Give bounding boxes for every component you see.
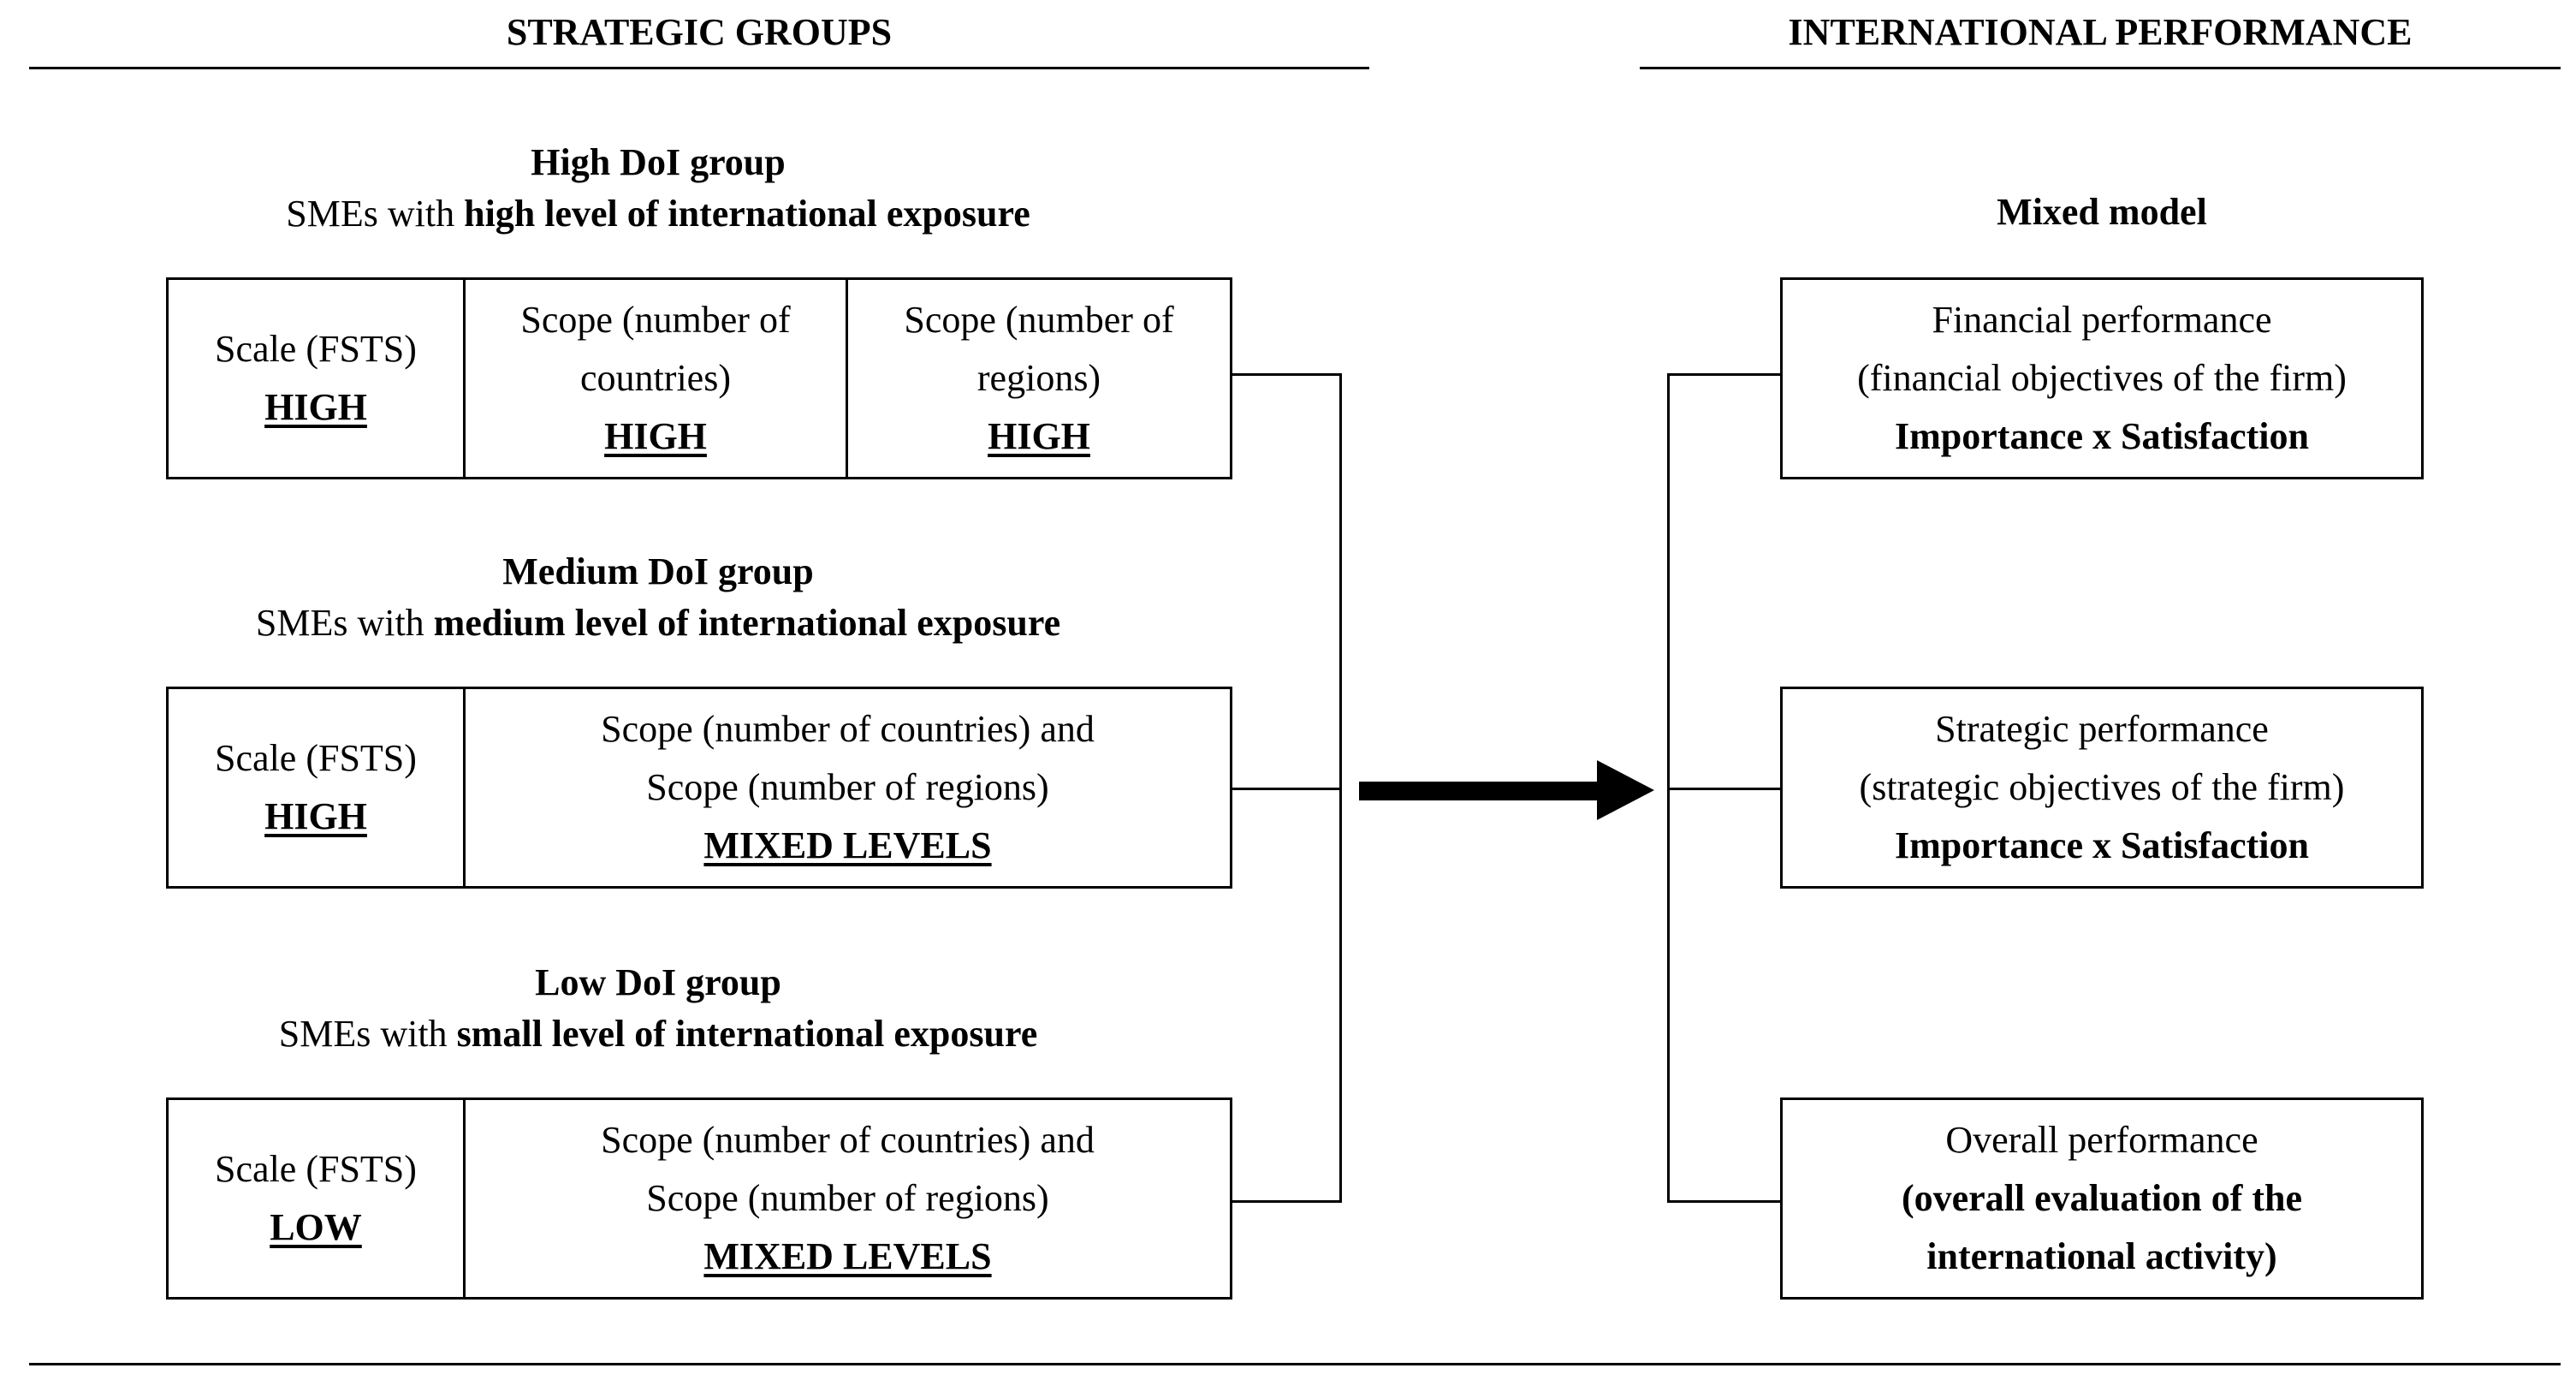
medium-doi-group-description: SMEs with medium level of international … [29,598,1287,649]
high-doi-group-name: High DoI group [531,141,786,183]
high-doi-desc-prefix: SMEs with [286,193,465,235]
medium-doi-desc-prefix: SMEs with [255,602,434,644]
cell-level: HIGH [264,795,367,837]
cell-label: Scale (FSTS) [215,1148,417,1190]
connector-overall [1667,1200,1780,1203]
connector-strategic [1667,788,1780,790]
box-line1: Financial performance [1932,299,2272,341]
box-bold: Importance x Satisfaction [1895,415,2309,457]
cell-level: HIGH [264,386,367,428]
box-line2: (strategic objectives of the firm) [1859,766,2345,808]
box-line1: Strategic performance [1935,708,2269,750]
medium-scope-cell: Scope (number of countries) and Scope (n… [463,687,1232,889]
cell-label: Scale (FSTS) [215,328,417,370]
connector-financial [1667,373,1780,376]
high-scope-regions-cell: Scope (number of regions) HIGH [846,277,1232,479]
cell-level: MIXED LEVELS [703,1235,992,1277]
high-scale-cell: Scale (FSTS) HIGH [166,277,466,479]
box-line1: Overall performance [1945,1119,2258,1161]
low-doi-group-description: SMEs with small level of international e… [29,1008,1287,1060]
high-doi-desc-bold: high level of international exposure [464,193,1030,235]
box-bold: Importance x Satisfaction [1895,824,2309,866]
cell-label: Scope (number of countries) and Scope (n… [601,1119,1095,1219]
cell-label: Scope (number of regions) [904,299,1174,399]
box-bold: (overall evaluation of the international… [1901,1177,2303,1277]
cell-label: Scope (number of countries) and Scope (n… [601,708,1095,808]
cell-level: MIXED LEVELS [703,824,992,866]
low-doi-group-name: Low DoI group [535,961,781,1003]
mixed-model-title: Mixed model [1780,187,2424,238]
strategic-groups-rule [29,67,1369,69]
bottom-rule [29,1363,2561,1365]
left-bracket-vertical [1339,373,1342,1203]
cell-level: HIGH [604,415,707,457]
medium-doi-group-name: Medium DoI group [502,550,814,592]
low-doi-desc-prefix: SMEs with [278,1013,457,1055]
overall-performance-box: Overall performance (overall evaluation … [1780,1097,2424,1300]
mixed-model-label: Mixed model [1997,191,2207,233]
medium-scale-cell: Scale (FSTS) HIGH [166,687,466,889]
international-performance-heading: INTERNATIONAL PERFORMANCE [1788,11,2413,53]
international-performance-rule [1640,67,2561,69]
connector-low [1232,1200,1342,1203]
medium-doi-desc-bold: medium level of international exposure [433,602,1061,644]
low-scale-cell: Scale (FSTS) LOW [166,1097,466,1300]
high-doi-group-description: SMEs with high level of international ex… [29,188,1287,240]
medium-doi-group-title: Medium DoI group SMEs with medium level … [29,546,1287,649]
financial-performance-box: Financial performance (financial objecti… [1780,277,2424,479]
low-doi-group-title: Low DoI group SMEs with small level of i… [29,957,1287,1060]
high-doi-group-title: High DoI group SMEs with high level of i… [29,137,1287,240]
strategic-performance-box: Strategic performance (strategic objecti… [1780,687,2424,889]
low-doi-desc-bold: small level of international exposure [456,1013,1038,1055]
low-scope-cell: Scope (number of countries) and Scope (n… [463,1097,1232,1300]
cell-label: Scope (number of countries) [520,299,791,399]
strategic-groups-heading: STRATEGIC GROUPS [506,11,893,53]
box-line2: (financial objectives of the firm) [1857,357,2347,399]
cell-level: HIGH [988,415,1090,457]
connector-high [1232,373,1342,376]
connector-medium [1232,788,1342,790]
cell-level: LOW [270,1206,362,1248]
arrow-right-icon [1359,760,1654,820]
high-scope-countries-cell: Scope (number of countries) HIGH [463,277,848,479]
cell-label: Scale (FSTS) [215,737,417,779]
